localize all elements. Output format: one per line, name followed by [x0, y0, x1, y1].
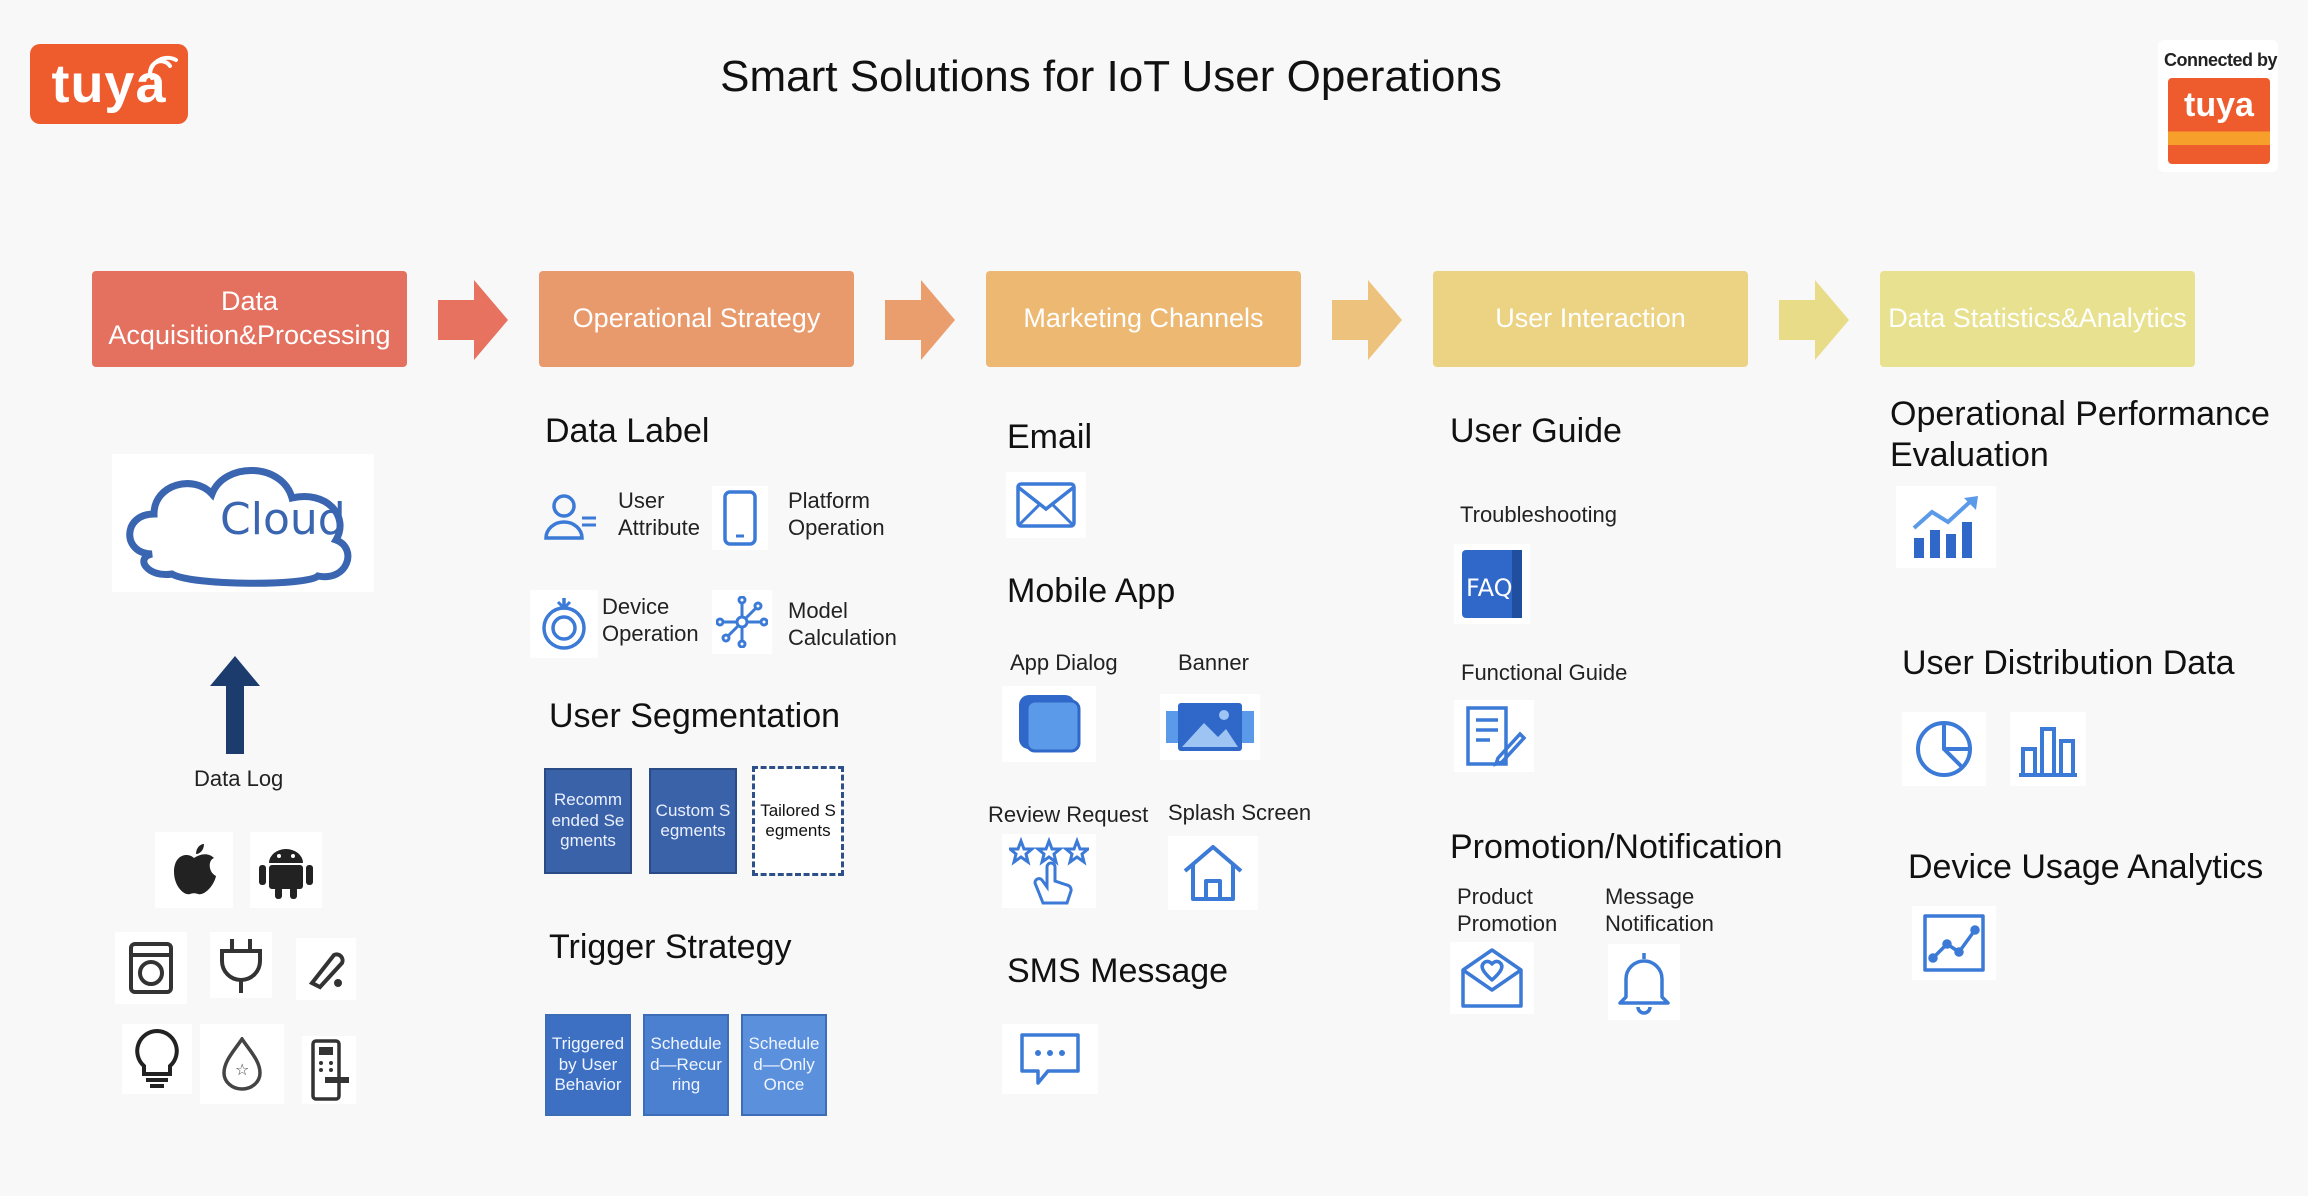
svg-text:☆: ☆: [235, 1060, 249, 1079]
badge-logo: tuya: [2168, 78, 2270, 164]
document-edit-icon: [1454, 700, 1534, 772]
stage-marketing-channels: Marketing Channels: [986, 271, 1301, 367]
sensor-icon: [296, 938, 356, 1000]
bar-growth-chart-icon: [1896, 486, 1996, 568]
stage-operational-strategy: Operational Strategy: [539, 271, 854, 367]
sms-icon: [1002, 1024, 1098, 1094]
arrow-right-icon: [1332, 280, 1402, 360]
washing-machine-icon: [115, 932, 187, 1004]
cloud-logo: Cloud: [112, 454, 374, 592]
review-request-label: Review Request: [988, 802, 1149, 827]
review-request-icon: [1002, 834, 1096, 908]
home-icon: [1168, 836, 1258, 910]
faq-icon-text: FAQ: [1466, 574, 1513, 602]
user-attribute-icon: [542, 488, 598, 549]
tuya-logo-text: tuya: [51, 54, 167, 114]
mobile-app-heading: Mobile App: [1007, 572, 1176, 610]
door-lock-icon: [302, 1036, 356, 1104]
cloud-icon: Cloud: [126, 467, 352, 587]
app-dialog-label: App Dialog: [1010, 650, 1118, 675]
trigger-scheduled-once: Scheduled—Only Once: [741, 1014, 827, 1116]
functional-guide-label: Functional Guide: [1461, 660, 1628, 685]
bar-chart-icon: [2010, 712, 2086, 786]
pie-chart-icon: [1902, 712, 1986, 786]
user-attribute-label: User Attribute: [618, 488, 700, 540]
faq-icon: FAQ: [1454, 544, 1530, 624]
humidifier-icon: ☆: [200, 1024, 284, 1104]
sms-heading: SMS Message: [1007, 952, 1229, 990]
device-operation-label: Device Operation: [602, 594, 699, 646]
arrow-up-icon: [210, 656, 260, 754]
line-chart-icon: [1912, 906, 1996, 980]
page-title: Smart Solutions for IoT User Operations: [720, 52, 1502, 101]
trigger-user-behavior: Triggered by User Behavior: [545, 1014, 631, 1116]
segment-custom: Custom Segments: [649, 768, 737, 874]
arrow-right-icon: [885, 280, 955, 360]
banner-label: Banner: [1178, 650, 1249, 675]
data-label-heading: Data Label: [545, 412, 710, 450]
user-distribution-heading: User Distribution Data: [1902, 644, 2235, 682]
stage-data-statistics: Data Statistics&Analytics: [1880, 271, 2195, 367]
app-dialog-icon: [1002, 686, 1096, 762]
user-guide-heading: User Guide: [1450, 412, 1622, 450]
segment-tailored: Tailored Segments: [752, 766, 844, 876]
performance-evaluation-heading: Operational Performance Evaluation: [1890, 395, 2270, 474]
arrow-right-icon: [438, 280, 508, 360]
light-bulb-icon: [122, 1024, 192, 1094]
stage-user-interaction: User Interaction: [1433, 271, 1748, 367]
product-promotion-label: Product Promotion: [1457, 884, 1558, 936]
plug-icon: [210, 932, 272, 998]
stage-data-acquisition: Data Acquisition&Processing: [92, 271, 407, 367]
cloud-text: Cloud: [220, 494, 346, 545]
badge-logo-text: tuya: [2184, 86, 2254, 124]
segment-recommended: Recommended Segments: [544, 768, 632, 874]
tuya-logo: tuya: [30, 44, 188, 124]
apple-icon: [155, 832, 233, 908]
promotion-mail-icon: [1450, 942, 1534, 1014]
data-log-label: Data Log: [194, 766, 284, 791]
connected-by-badge: Connected by tuya: [2158, 40, 2278, 172]
bell-icon: [1608, 944, 1680, 1020]
message-notification-label: Message Notification: [1605, 884, 1714, 936]
splash-screen-label: Splash Screen: [1168, 800, 1312, 825]
wifi-icon: [148, 55, 178, 80]
trigger-strategy-heading: Trigger Strategy: [549, 928, 792, 966]
user-segmentation-heading: User Segmentation: [549, 697, 841, 735]
email-icon: [1006, 472, 1086, 538]
badge-caption: Connected by: [2164, 50, 2278, 70]
troubleshooting-label: Troubleshooting: [1460, 502, 1617, 527]
platform-operation-label: Platform Operation: [788, 488, 885, 540]
model-calculation-label: Model Calculation: [788, 598, 897, 650]
android-icon: [250, 832, 322, 908]
phone-icon: [712, 486, 768, 550]
model-calculation-icon: [712, 590, 772, 654]
banner-icon: [1160, 694, 1260, 760]
device-operation-icon: [530, 590, 598, 658]
arrow-right-icon: [1779, 280, 1849, 360]
device-usage-heading: Device Usage Analytics: [1908, 848, 2264, 886]
promotion-heading: Promotion/Notification: [1450, 828, 1783, 866]
trigger-scheduled-recurring: Scheduled—Recurring: [643, 1014, 729, 1116]
email-heading: Email: [1007, 418, 1093, 456]
